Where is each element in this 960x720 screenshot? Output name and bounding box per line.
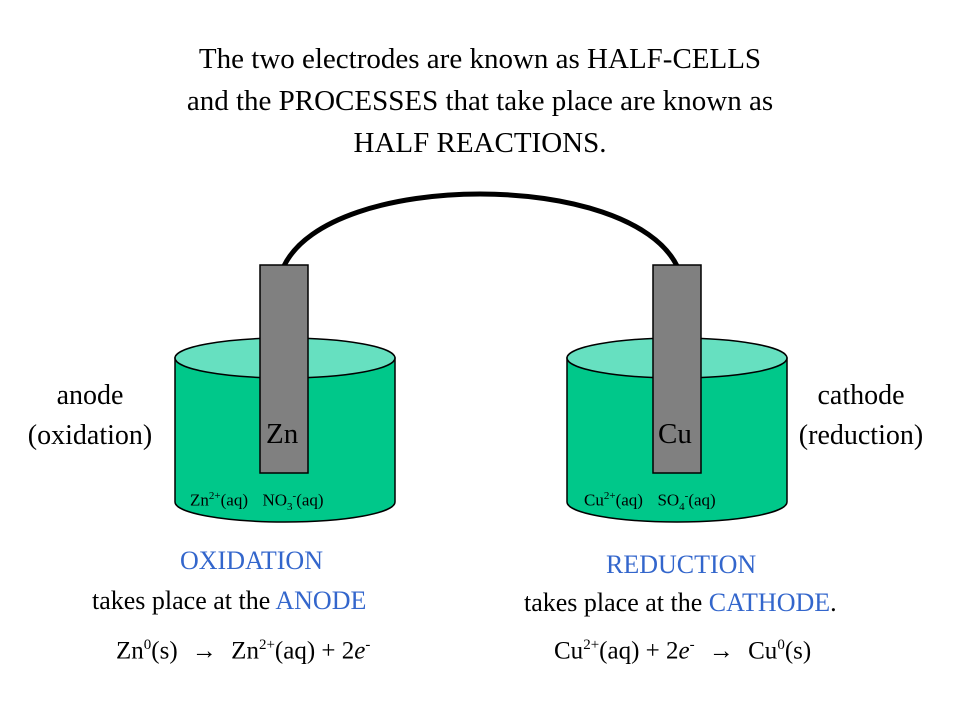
ox-reactant-state: (s) — [151, 637, 178, 665]
title-line-1: The two electrodes are known as HALF-CEL… — [198, 43, 762, 75]
anode-label-line-2: (oxidation) — [27, 420, 153, 451]
cathode-label: cathode (reduction) — [786, 376, 936, 456]
red-product-symbol: Cu — [748, 637, 778, 665]
zinc-electrode — [259, 264, 309, 474]
oxidation-equation: Zn0(s) → Zn2+(aq) + 2e- — [116, 637, 370, 665]
left-solution-label: Zn2+(aq) NO3-(aq) — [190, 490, 324, 513]
sulfate-ion-subscript: 4 — [679, 501, 685, 514]
red-reactant-state: (aq) + 2 — [599, 637, 679, 665]
sulfate-ion-symbol: SO — [657, 490, 680, 510]
ox-product-state: (aq) + 2 — [274, 637, 355, 665]
red-product-sup: 0 — [777, 637, 785, 653]
title-line-3: HALF REACTIONS. — [353, 127, 607, 159]
copper-ion-charge: 2+ — [603, 490, 616, 502]
anode-keyword: ANODE — [275, 586, 367, 615]
zinc-ion-symbol: Zn — [190, 490, 209, 510]
nitrate-ion-symbol: NO — [262, 490, 288, 510]
zinc-ion-charge: 2+ — [208, 490, 221, 502]
cathode-label-line-2: (reduction) — [798, 420, 924, 451]
reduction-equation: Cu2+(aq) + 2e- → Cu0(s) — [554, 637, 811, 665]
nitrate-ion-state: (aq) — [296, 490, 324, 510]
nitrate-ion-subscript: 3 — [287, 501, 293, 514]
connecting-wire — [281, 191, 680, 268]
red-electron-charge: - — [689, 637, 695, 653]
nitrate-ion-charge: - — [292, 490, 297, 502]
ox-product-sup: 2+ — [258, 637, 275, 653]
ox-reactant-sup: 0 — [143, 637, 152, 653]
red-reaction-arrow: → — [708, 637, 734, 665]
anode-label: anode (oxidation) — [20, 376, 160, 456]
red-electron-symbol: e — [678, 637, 690, 665]
right-solution-label: Cu2+(aq) SO4-(aq) — [584, 490, 716, 513]
red-reactant-symbol: Cu — [554, 637, 584, 665]
copper-ion-symbol: Cu — [584, 490, 604, 510]
ox-reaction-arrow: → — [191, 637, 217, 665]
anode-label-line-1: anode — [56, 380, 124, 411]
ox-electron-symbol: e — [354, 637, 366, 665]
copper-ion-state: (aq) — [615, 490, 643, 510]
reduction-heading: REDUCTION — [606, 550, 757, 579]
zinc-electrode-label: Zn — [266, 418, 299, 450]
title-line-2: and the PROCESSES that take place are kn… — [186, 85, 774, 117]
ox-product-symbol: Zn — [231, 637, 259, 665]
oxidation-sentence-text: takes place at the — [92, 586, 276, 615]
reduction-sentence-text: takes place at the — [524, 588, 709, 617]
copper-electrode-label: Cu — [658, 418, 692, 450]
sulfate-ion-state: (aq) — [688, 490, 716, 510]
reduction-sentence: takes place at the CATHODE. — [524, 588, 837, 618]
cathode-label-line-1: cathode — [817, 380, 905, 411]
red-reactant-sup: 2+ — [583, 637, 600, 653]
ox-reactant-symbol: Zn — [116, 637, 144, 665]
zinc-ion-state: (aq) — [220, 490, 248, 510]
ox-electron-charge: - — [365, 637, 371, 653]
sulfate-ion-charge: - — [684, 490, 689, 502]
red-product-state: (s) — [784, 637, 812, 665]
oxidation-sentence: takes place at the ANODE — [92, 586, 366, 616]
diagram-title: The two electrodes are known as HALF-CEL… — [0, 38, 960, 164]
copper-electrode — [652, 264, 702, 474]
cathode-keyword: CATHODE — [708, 588, 831, 617]
reduction-sentence-suffix: . — [830, 588, 837, 617]
oxidation-heading: OXIDATION — [180, 546, 323, 575]
